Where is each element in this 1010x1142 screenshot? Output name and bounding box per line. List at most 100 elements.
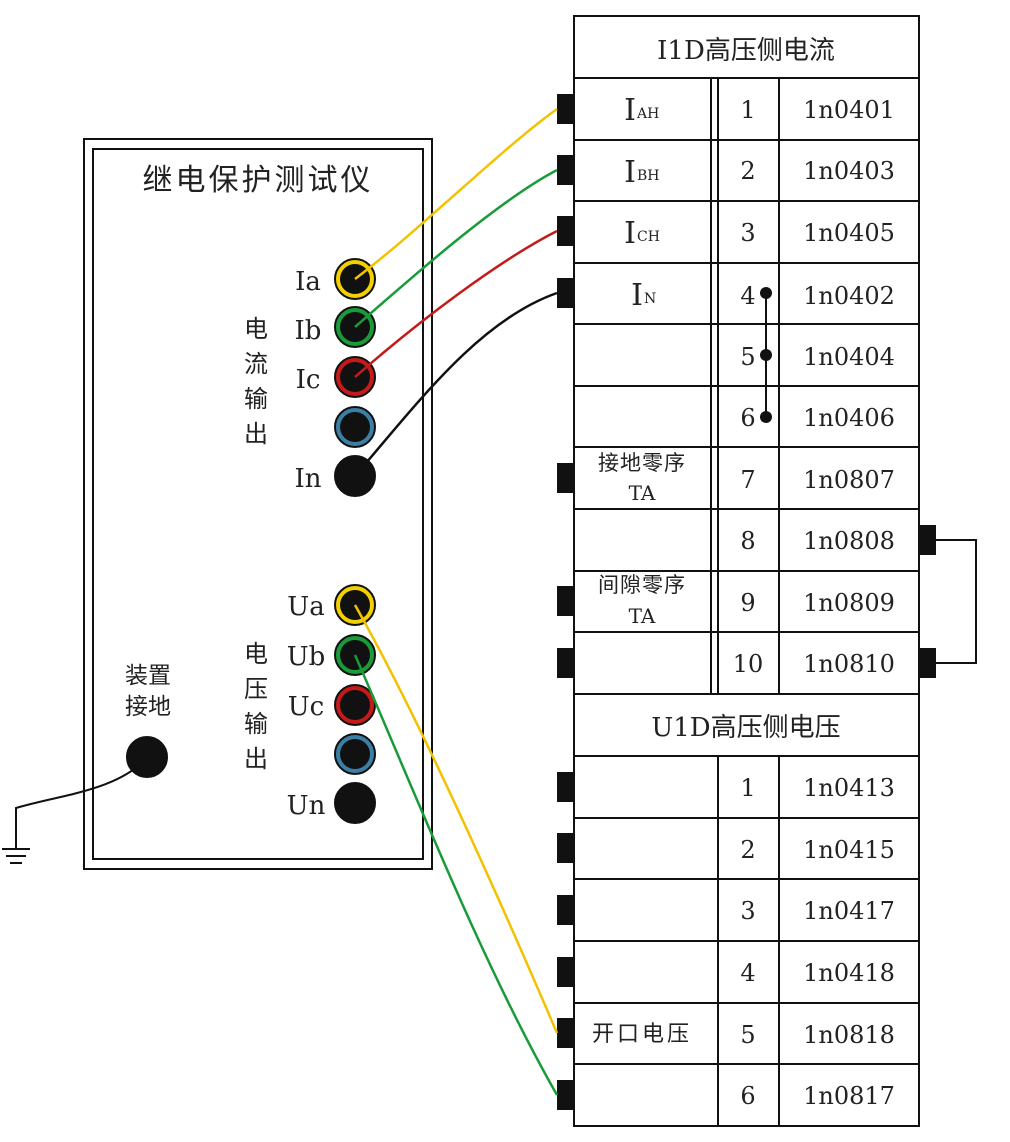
- svg-text:出: 出: [244, 745, 268, 773]
- svg-text:1n0809: 1n0809: [803, 589, 895, 617]
- wire-ub: [353, 654, 559, 1096]
- svg-text:2: 2: [740, 836, 755, 864]
- terminal-label-ia: Ia: [295, 267, 321, 297]
- svg-text:电: 电: [244, 640, 268, 668]
- jumper-4-5-6: [760, 287, 772, 423]
- loop-8-10: [919, 525, 977, 678]
- svg-text:出: 出: [244, 420, 268, 448]
- svg-text:7: 7: [740, 466, 755, 494]
- table-row: I N 4 1n0402: [631, 278, 895, 313]
- svg-text:4: 4: [740, 959, 755, 987]
- svg-text:1n0808: 1n0808: [803, 527, 895, 555]
- table-row: I BH 2 1n0403: [624, 155, 895, 190]
- voltage-panel-header: U1D高压侧电压: [651, 713, 840, 743]
- svg-text:CH: CH: [637, 229, 660, 245]
- terminal-label-ub: Ub: [287, 642, 326, 672]
- table-row: 6 1n0406: [740, 404, 895, 432]
- svg-text:输: 输: [244, 710, 268, 738]
- svg-text:I: I: [631, 278, 643, 313]
- wire-ia: [354, 107, 558, 280]
- svg-text:1n0413: 1n0413: [803, 774, 895, 802]
- terminal-ia[interactable]: [334, 258, 376, 300]
- svg-text:间隙零序: 间隙零序: [598, 573, 686, 597]
- svg-text:1n0417: 1n0417: [803, 897, 895, 925]
- wire-in: [354, 291, 558, 477]
- svg-text:6: 6: [740, 404, 755, 432]
- wire-ua: [353, 604, 559, 1034]
- terminal-block: [557, 833, 574, 863]
- terminal-uc[interactable]: [334, 684, 376, 726]
- svg-text:1: 1: [740, 774, 755, 802]
- svg-text:装置: 装置: [125, 663, 171, 689]
- table-row: 5 1n0404: [740, 343, 895, 371]
- table-row: 10 1n0810: [733, 650, 895, 678]
- table-row: 开口电压 5 1n0818: [592, 1021, 895, 1049]
- terminal-label-uc: Uc: [288, 692, 324, 722]
- svg-text:1n0403: 1n0403: [803, 157, 895, 185]
- svg-text:4: 4: [740, 282, 755, 310]
- svg-text:接地零序: 接地零序: [598, 451, 686, 475]
- table-row: 2 1n0415: [740, 836, 895, 864]
- table-row: 3 1n0417: [740, 897, 895, 925]
- terminal-block: [557, 1018, 574, 1048]
- svg-text:1n0404: 1n0404: [803, 343, 895, 371]
- current-rows: I AH 1 1n0401 I BH 2 1n0403 I CH 3 1n040…: [598, 93, 895, 678]
- svg-text:流: 流: [244, 350, 268, 378]
- svg-text:9: 9: [740, 589, 755, 617]
- svg-text:1: 1: [740, 96, 755, 124]
- terminal-label-ib: Ib: [295, 316, 322, 346]
- table-row: 4 1n0418: [740, 959, 895, 987]
- terminal-label-ua: Ua: [287, 592, 324, 622]
- terminal-panel: I1D高压侧电流 U1D高压侧电压: [557, 15, 977, 1127]
- svg-text:8: 8: [740, 527, 755, 555]
- table-row: 间隙零序 TA 9 1n0809: [598, 573, 895, 628]
- terminal-label-un: Un: [287, 791, 326, 821]
- terminal-block: [557, 895, 574, 925]
- terminal-block: [557, 648, 574, 678]
- left-terminal-blocks: [557, 94, 574, 1110]
- svg-text:压: 压: [244, 675, 268, 703]
- current-terminals: Ia Ib Ic In: [294, 258, 376, 497]
- svg-text:3: 3: [740, 219, 755, 247]
- svg-text:5: 5: [740, 1021, 755, 1049]
- terminal-label-in: In: [294, 464, 321, 494]
- terminal-block: [557, 216, 574, 246]
- svg-text:1n0807: 1n0807: [803, 466, 895, 494]
- svg-text:I: I: [624, 155, 636, 190]
- table-row: 8 1n0808: [740, 527, 895, 555]
- terminal-block: [557, 1080, 574, 1110]
- svg-text:1n0810: 1n0810: [803, 650, 895, 678]
- terminal-block: [557, 772, 574, 802]
- terminal-block: [557, 278, 574, 308]
- svg-text:2: 2: [740, 157, 755, 185]
- terminal-i-blue[interactable]: [334, 406, 376, 448]
- terminal-un[interactable]: [334, 782, 376, 824]
- table-row: I AH 1 1n0401: [624, 93, 895, 128]
- terminal-block: [557, 957, 574, 987]
- svg-text:5: 5: [740, 343, 755, 371]
- svg-text:1n0817: 1n0817: [803, 1082, 895, 1110]
- svg-text:1n0402: 1n0402: [803, 282, 895, 310]
- voltage-rows: 1 1n0413 2 1n0415 3 1n0417 4 1n0418 开口电压…: [592, 774, 895, 1110]
- svg-text:3: 3: [740, 897, 755, 925]
- svg-text:1n0818: 1n0818: [803, 1021, 895, 1049]
- wire-ib: [354, 168, 558, 328]
- svg-text:10: 10: [733, 650, 764, 678]
- voltage-output-label: 电 压 输 出: [244, 640, 268, 773]
- terminal-label-ic: Ic: [296, 365, 321, 395]
- table-row: 6 1n0817: [740, 1082, 895, 1110]
- table-row: I CH 3 1n0405: [624, 216, 895, 251]
- svg-text:AH: AH: [636, 106, 659, 122]
- svg-text:1n0418: 1n0418: [803, 959, 895, 987]
- svg-text:BH: BH: [637, 168, 660, 184]
- terminal-u-blue[interactable]: [334, 733, 376, 775]
- svg-text:I: I: [624, 93, 636, 128]
- svg-text:1n0401: 1n0401: [803, 96, 895, 124]
- current-panel-header: I1D高压侧电流: [657, 36, 835, 66]
- svg-text:1n0406: 1n0406: [803, 404, 895, 432]
- svg-text:电: 电: [244, 315, 268, 343]
- table-row: 1 1n0413: [740, 774, 895, 802]
- svg-text:TA: TA: [629, 604, 656, 628]
- svg-text:1n0405: 1n0405: [803, 219, 895, 247]
